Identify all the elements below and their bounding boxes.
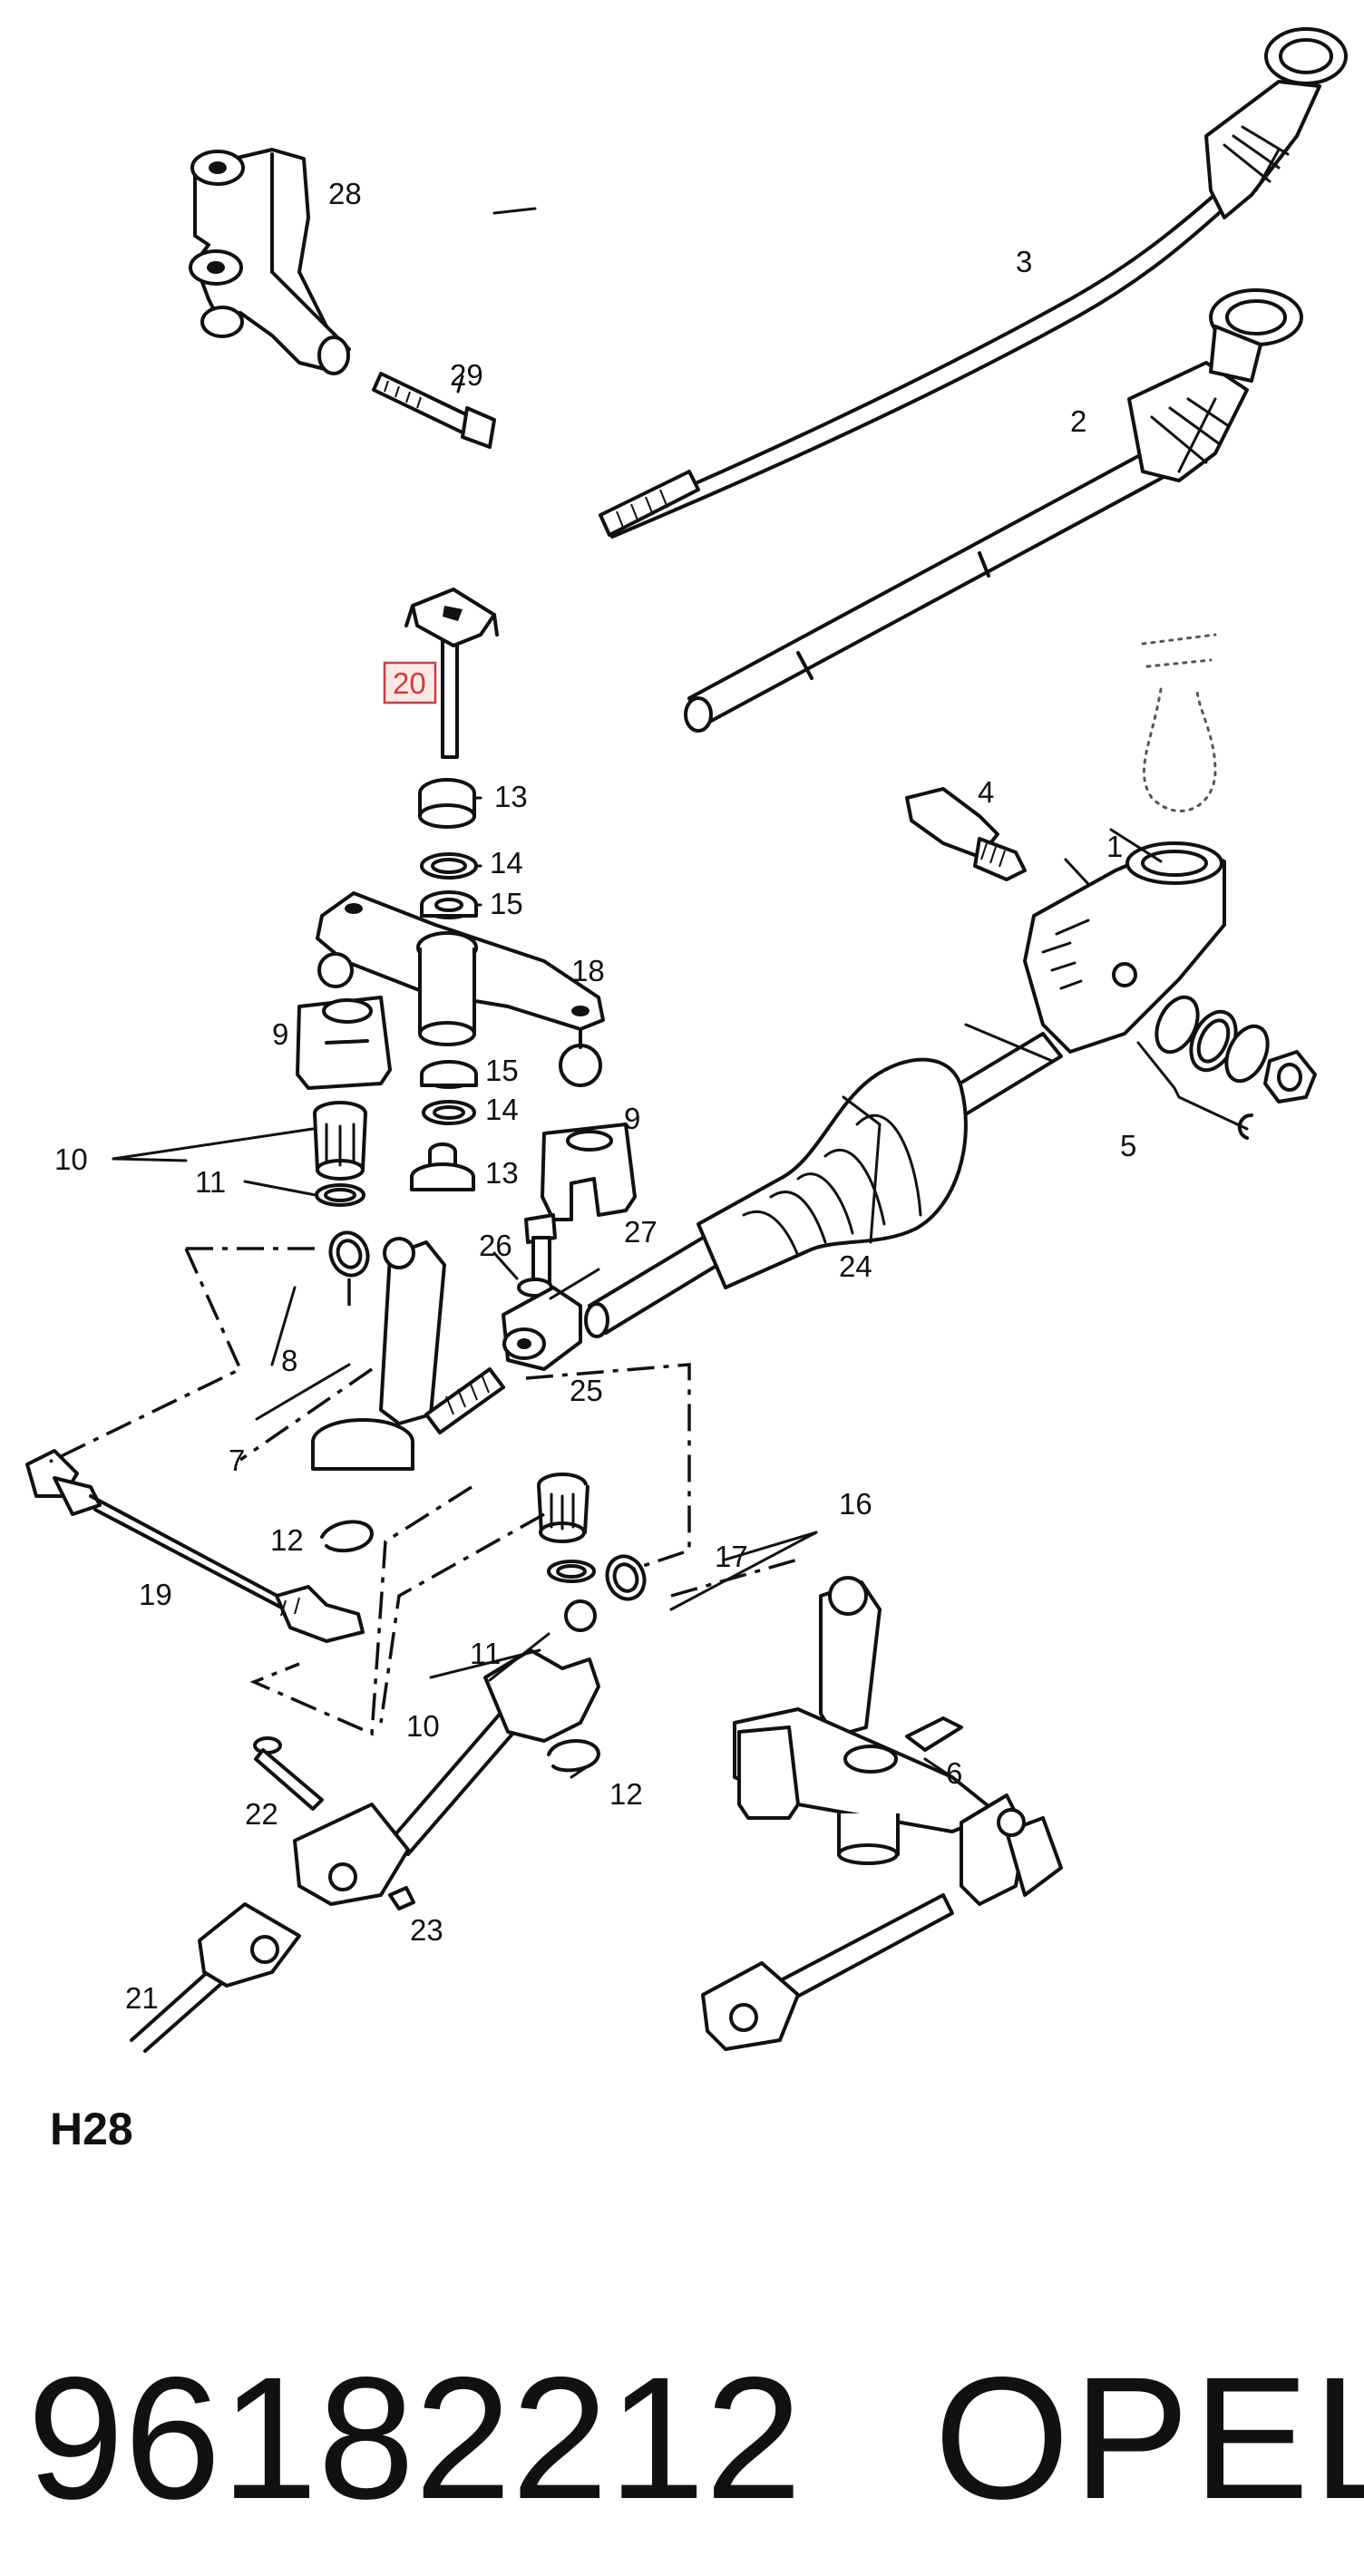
part-24-shaft-boot <box>584 1032 1063 1338</box>
callout-18: 18 <box>571 954 605 987</box>
part-20-pin <box>404 588 499 759</box>
part-23-clip <box>388 1886 415 1910</box>
shift-rod-lower <box>293 1599 600 1906</box>
part-3-shift-rod <box>599 27 1348 539</box>
part-9-block-right <box>541 1123 637 1221</box>
callout-13-upper: 13 <box>494 780 528 813</box>
part-15-washer-upper <box>420 890 478 919</box>
leader-lines <box>112 207 1163 1779</box>
callout-1: 1 <box>1106 830 1123 863</box>
callout-3: 3 <box>1016 245 1032 278</box>
part-13-bushing-upper <box>418 778 476 829</box>
part-14-ring-lower <box>422 1100 476 1125</box>
part-22-pin <box>253 1736 324 1811</box>
part-25-coupling <box>502 1286 582 1371</box>
part-19-linkage-rod <box>25 1449 365 1643</box>
callout-5: 5 <box>1120 1129 1136 1162</box>
callout-24: 24 <box>839 1249 872 1283</box>
part-18-lever-plate <box>316 891 605 1087</box>
diagram-code: H28 <box>50 2104 133 2154</box>
callout-14-upper: 14 <box>490 846 523 880</box>
part-15-washer-lower <box>420 1060 478 1089</box>
callout-12-lower: 12 <box>609 1777 643 1811</box>
callout-29: 29 <box>450 358 483 392</box>
part-14-ring-upper <box>420 852 478 880</box>
part-26-bolt <box>524 1213 557 1285</box>
callout-11-upper: 11 <box>195 1165 226 1199</box>
callout-6: 6 <box>946 1756 962 1790</box>
part-7-lever-arm <box>311 1237 505 1471</box>
callout-25: 25 <box>570 1374 603 1407</box>
callout-13-lower: 13 <box>485 1156 519 1190</box>
callout-10-upper: 10 <box>54 1142 88 1176</box>
callout-16: 16 <box>839 1487 872 1521</box>
callout-17: 17 <box>715 1540 748 1573</box>
callout-labels: 28 29 3 2 20 13 14 15 18 9 15 14 13 9 10… <box>54 177 1136 2015</box>
part-11-ring-lower <box>547 1560 596 1583</box>
part-21-rod <box>130 1902 301 2053</box>
callout-15-upper: 15 <box>490 887 523 920</box>
part-12-snap-ring-upper <box>320 1520 374 1553</box>
callout-22: 22 <box>245 1797 278 1831</box>
callout-23: 23 <box>410 1913 443 1947</box>
part-number: 96182212 <box>27 2340 802 2535</box>
callout-4: 4 <box>978 775 994 809</box>
callout-7: 7 <box>229 1444 245 1477</box>
highlight-box-20 <box>383 661 437 705</box>
part-12-snap-ring-lower <box>547 1739 600 1773</box>
callout-10-lower: 10 <box>406 1709 440 1743</box>
part-8-bushing <box>328 1230 370 1278</box>
callout-15-lower: 15 <box>485 1054 519 1087</box>
callout-20-highlighted: 20 <box>393 666 426 700</box>
part-2-shift-rod <box>684 288 1303 733</box>
callout-2: 2 <box>1070 404 1086 438</box>
part-13-bushing-lower <box>410 1142 475 1191</box>
part-17-bushing <box>605 1554 647 1601</box>
callout-9-left: 9 <box>272 1017 288 1051</box>
brand-name: OPEL <box>934 2340 1364 2535</box>
callout-19: 19 <box>139 1578 172 1611</box>
part-6-lever-assembly <box>701 1576 1063 2051</box>
callout-28: 28 <box>328 177 362 210</box>
part-1-housing <box>1023 633 1226 1054</box>
callout-12-upper: 12 <box>270 1523 304 1557</box>
callout-27: 27 <box>624 1215 658 1249</box>
callout-9-right: 9 <box>624 1102 640 1135</box>
callout-11-lower: 11 <box>470 1637 501 1670</box>
part-5-rings-set <box>1136 995 1317 1140</box>
assembly-guide-lines <box>49 1247 799 1736</box>
part-10-bushing-lower <box>537 1473 589 1543</box>
callout-21: 21 <box>125 1981 159 2015</box>
part-4-switch <box>905 787 1027 881</box>
callout-14-lower: 14 <box>485 1093 519 1126</box>
part-29-bolt <box>372 372 496 449</box>
part-10-bushing-upper <box>313 1101 367 1181</box>
part-11-ring-upper <box>315 1183 365 1207</box>
callout-26: 26 <box>479 1229 512 1262</box>
part-9-block-left <box>296 996 392 1090</box>
part-28-bracket <box>189 148 351 375</box>
callout-8: 8 <box>281 1344 297 1377</box>
